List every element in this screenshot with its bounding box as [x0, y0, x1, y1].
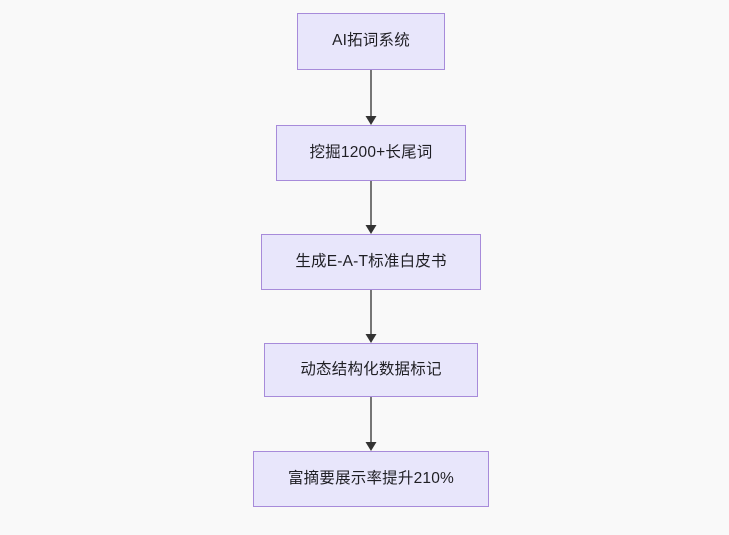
- node-label: 生成E-A-T标准白皮书: [295, 252, 447, 270]
- flowchart-node-ai-keyword-system[interactable]: AI拓词系统: [297, 13, 445, 70]
- node-label: 富摘要展示率提升210%: [287, 469, 455, 487]
- flowchart-arrow-1: [359, 70, 383, 125]
- flowchart-node-dynamic-structured-data-markup[interactable]: 动态结构化数据标记: [264, 343, 478, 397]
- arrow-icon: [365, 397, 377, 451]
- flowchart-arrow-2: [359, 181, 383, 234]
- node-label: 挖掘1200+长尾词: [309, 143, 433, 161]
- node-label: 动态结构化数据标记: [300, 360, 442, 378]
- flowchart-node-generate-eat-whitepaper[interactable]: 生成E-A-T标准白皮书: [261, 234, 481, 290]
- arrow-icon: [365, 181, 377, 234]
- flowchart-node-mine-longtail-keywords[interactable]: 挖掘1200+长尾词: [276, 125, 466, 181]
- arrow-icon: [365, 290, 377, 343]
- flowchart-node-rich-snippet-impression-lift[interactable]: 富摘要展示率提升210%: [253, 451, 489, 507]
- node-label: AI拓词系统: [332, 32, 410, 50]
- flowchart-arrow-3: [359, 290, 383, 343]
- flowchart-arrow-4: [359, 397, 383, 451]
- arrow-icon: [365, 70, 377, 125]
